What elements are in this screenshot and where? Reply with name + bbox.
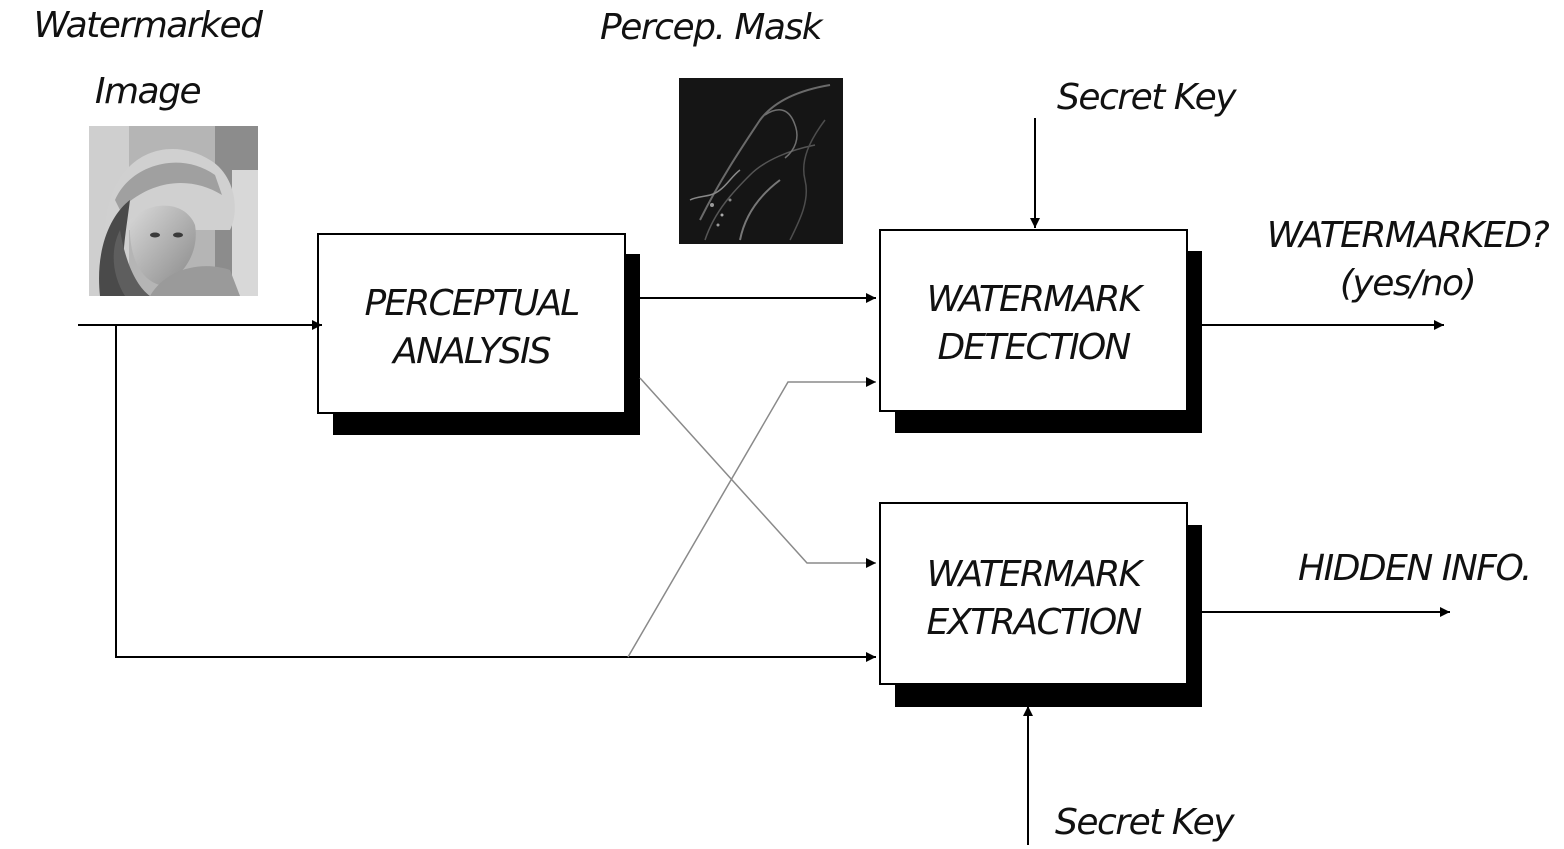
watermarked-image-label-line1: Watermarked xyxy=(33,5,263,46)
perceptual-analysis-line1: PERCEPTUAL xyxy=(364,283,580,324)
perceptual-analysis-line2: ANALYSIS xyxy=(393,330,552,372)
watermark-extraction-line1: WATERMARK xyxy=(926,554,1142,595)
input-to-extraction-arrow xyxy=(115,325,876,662)
watermarked-question-label: WATERMARKED? xyxy=(1266,215,1550,256)
watermark-detection-line2: DETECTION xyxy=(937,326,1131,368)
perceptual-analysis-label: PERCEPTUAL ANALYSIS xyxy=(318,280,625,376)
secret-key-bottom-label: Secret Key xyxy=(1055,802,1235,843)
secret-key-top-label: Secret Key xyxy=(1057,77,1237,118)
yes-no-label: (yes/no) xyxy=(1339,263,1477,304)
watermarked-image-thumbnail xyxy=(89,126,258,296)
watermark-extraction-box xyxy=(879,502,1188,685)
watermark-extraction-line2: EXTRACTION xyxy=(926,601,1142,643)
watermarked-output-label: WATERMARKED? (yes/no) xyxy=(1255,218,1560,302)
input-to-detection-arrow xyxy=(627,377,876,658)
hidden-info-label: HIDDEN INFO. xyxy=(1298,548,1532,589)
watermarked-image-label: Watermarked Image xyxy=(10,8,285,110)
watermark-detection-box xyxy=(879,229,1188,412)
perceptual-analysis-box xyxy=(317,233,626,414)
watermarked-image-label-line2: Image xyxy=(94,71,202,112)
watermark-detection-label: WATERMARK DETECTION xyxy=(880,276,1187,372)
percep-mask-label: Percep. Mask xyxy=(600,7,823,48)
perceptual-mask-thumbnail xyxy=(679,78,843,244)
watermark-extraction-label: WATERMARK EXTRACTION xyxy=(880,551,1187,647)
watermark-detection-line1: WATERMARK xyxy=(926,279,1142,320)
perceptual-to-extraction-arrow xyxy=(639,377,876,568)
